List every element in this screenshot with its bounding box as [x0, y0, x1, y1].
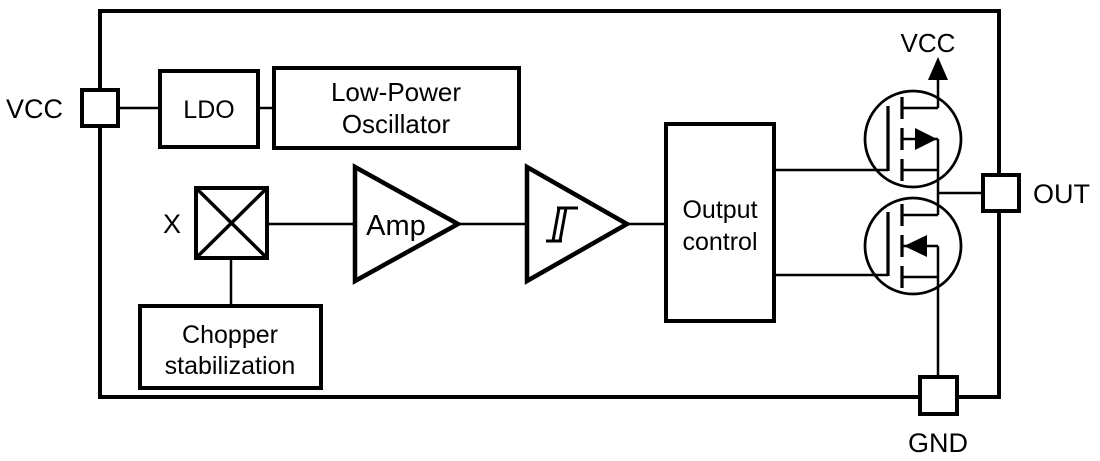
oscillator-label-line1: Low-Power — [331, 77, 461, 107]
chopper-block: Chopper stabilization — [138, 304, 323, 390]
output-control-box — [664, 122, 776, 323]
out-pin-label: OUT — [1033, 179, 1090, 209]
mixer-cross-icon — [194, 186, 269, 260]
gnd-pin — [918, 375, 959, 416]
oscillator-label-line2: Oscillator — [342, 109, 451, 139]
oscillator-block: Low-Power Oscillator — [272, 66, 521, 150]
vcc-pin — [80, 88, 120, 128]
ldo-label: LDO — [183, 96, 234, 124]
pmos-transistor-icon — [863, 89, 963, 189]
amp-triangle — [352, 163, 463, 285]
vcc-pin-label: VCC — [6, 94, 63, 124]
hysteresis-icon — [546, 206, 578, 243]
vcc-rail-label: VCC — [901, 28, 956, 58]
nmos-transistor-icon — [863, 196, 963, 296]
nmos-circle — [863, 196, 963, 296]
amp-label: Amp — [366, 210, 426, 242]
ldo-block: LDO — [158, 69, 260, 149]
ldo-box — [158, 69, 260, 149]
schmitt-triangle — [524, 163, 632, 285]
schmitt-trigger-block — [524, 163, 632, 285]
amp-block: Amp — [352, 163, 463, 285]
wires — [118, 79, 983, 379]
out-pin — [981, 173, 1021, 213]
chopper-box — [138, 304, 323, 390]
gnd-pin-label: GND — [908, 428, 968, 458]
chopper-label-line2: stabilization — [165, 352, 296, 380]
output-control-label-line2: control — [682, 228, 757, 256]
mixer-input-label: X — [163, 209, 181, 239]
output-control-label-line1: Output — [682, 196, 757, 224]
vcc-arrow-icon — [928, 57, 948, 80]
output-control-block: Output control — [664, 122, 776, 323]
nmos-body-arrow-icon — [904, 235, 927, 257]
chopper-label-line1: Chopper — [182, 321, 278, 349]
oscillator-box — [272, 66, 521, 150]
pmos-circle — [863, 89, 963, 189]
mixer-block: X — [163, 186, 269, 260]
pmos-body-arrow-icon — [915, 128, 937, 150]
